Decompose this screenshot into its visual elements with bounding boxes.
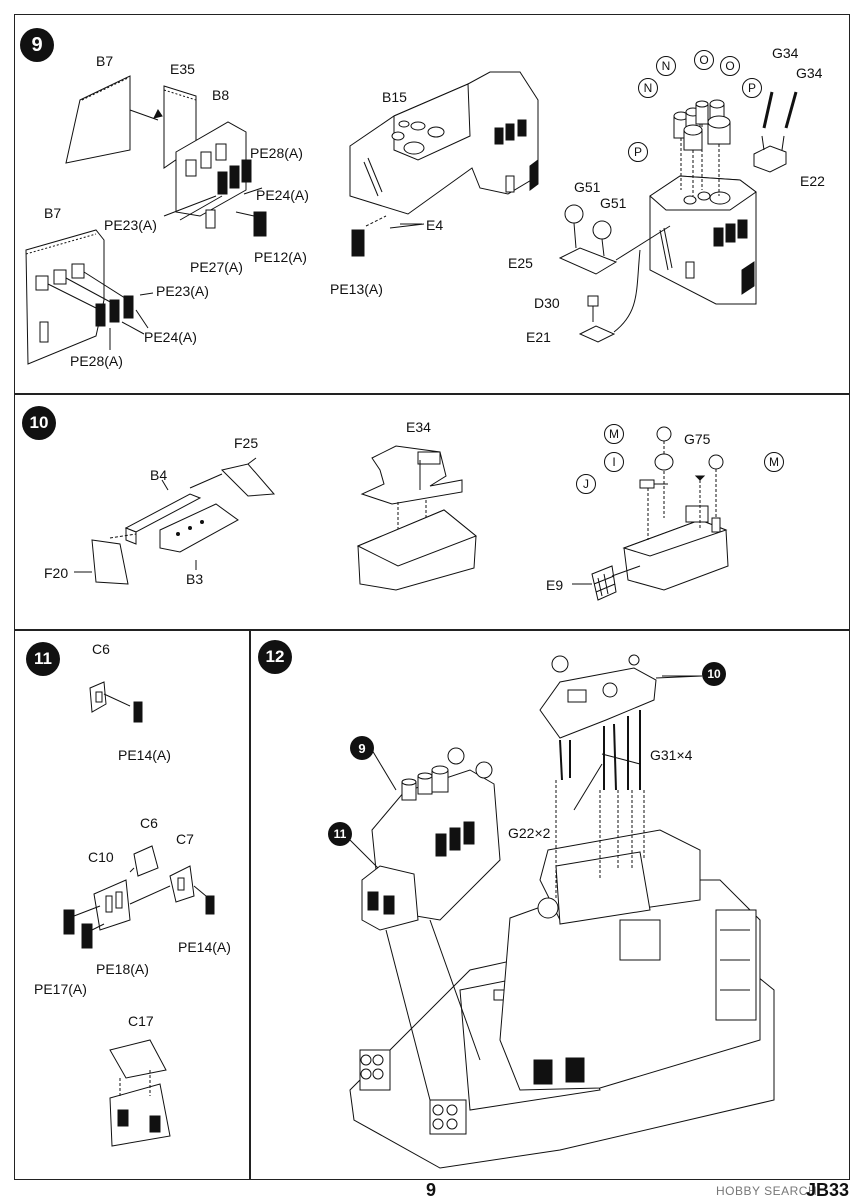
marker-m-2: M <box>764 452 784 472</box>
label-e4: E4 <box>426 217 444 233</box>
marker-n-2: N <box>638 78 658 98</box>
label-b7-top: B7 <box>96 53 114 69</box>
label-e22: E22 <box>800 173 825 189</box>
page-number: 9 <box>426 1180 437 1200</box>
label-c7: C7 <box>176 831 194 847</box>
marker-p-1: P <box>742 78 762 98</box>
label-c6: C6 <box>140 815 158 831</box>
label-e34: E34 <box>406 419 431 435</box>
label-e25: E25 <box>508 255 533 271</box>
label-pe23a-1: PE23(A) <box>104 217 157 233</box>
kit-code: JB33 <box>806 1180 850 1200</box>
label-pe24a-2: PE24(A) <box>144 329 197 345</box>
label-f20: F20 <box>44 565 69 581</box>
label-pe24a-1: PE24(A) <box>256 187 309 203</box>
label-b7-lower: B7 <box>44 205 62 221</box>
label-pe13a: PE13(A) <box>330 281 383 297</box>
label-c17: C17 <box>128 1013 154 1029</box>
label-f25: F25 <box>234 435 259 451</box>
label-pe28a-1: PE28(A) <box>250 145 303 161</box>
marker-i: I <box>604 452 624 472</box>
step-9-badge: 9 <box>20 28 54 62</box>
marker-o-2: O <box>720 56 740 76</box>
step-11-badge: 11 <box>26 642 60 676</box>
watermark-text: HOBBY SEARCH <box>716 1184 818 1198</box>
marker-n-1: N <box>656 56 676 76</box>
label-pe28a-2: PE28(A) <box>70 353 123 369</box>
ref-badge-11: 11 <box>328 822 352 846</box>
step-10-panel <box>14 394 850 630</box>
label-pe14a-2: PE14(A) <box>178 939 231 955</box>
label-e21: E21 <box>526 329 551 345</box>
label-c6-top: C6 <box>92 641 110 657</box>
label-g51-2: G51 <box>600 195 627 211</box>
label-pe27a: PE27(A) <box>190 259 243 275</box>
label-g34-2: G34 <box>796 65 823 81</box>
label-e35: E35 <box>170 61 195 77</box>
label-pe17a: PE17(A) <box>34 981 87 997</box>
label-g34-1: G34 <box>772 45 799 61</box>
label-pe18a: PE18(A) <box>96 961 149 977</box>
step-10-badge: 10 <box>22 406 56 440</box>
label-g22: G22×2 <box>508 825 551 841</box>
label-g31: G31×4 <box>650 747 693 763</box>
label-g51-1: G51 <box>574 179 601 195</box>
label-b15: B15 <box>382 89 407 105</box>
marker-j: J <box>576 474 596 494</box>
marker-p-2: P <box>628 142 648 162</box>
label-b4: B4 <box>150 467 168 483</box>
label-pe14a-1: PE14(A) <box>118 747 171 763</box>
label-d30: D30 <box>534 295 560 311</box>
label-b3: B3 <box>186 571 204 587</box>
ref-badge-9: 9 <box>350 736 374 760</box>
marker-m-1: M <box>604 424 624 444</box>
step-12-badge: 12 <box>258 640 292 674</box>
marker-o-1: O <box>694 50 714 70</box>
label-pe12a: PE12(A) <box>254 249 307 265</box>
ref-badge-10: 10 <box>702 662 726 686</box>
label-pe23a-2: PE23(A) <box>156 283 209 299</box>
label-e9: E9 <box>546 577 564 593</box>
label-c10: C10 <box>88 849 114 865</box>
label-g75: G75 <box>684 431 711 447</box>
label-b8: B8 <box>212 87 230 103</box>
